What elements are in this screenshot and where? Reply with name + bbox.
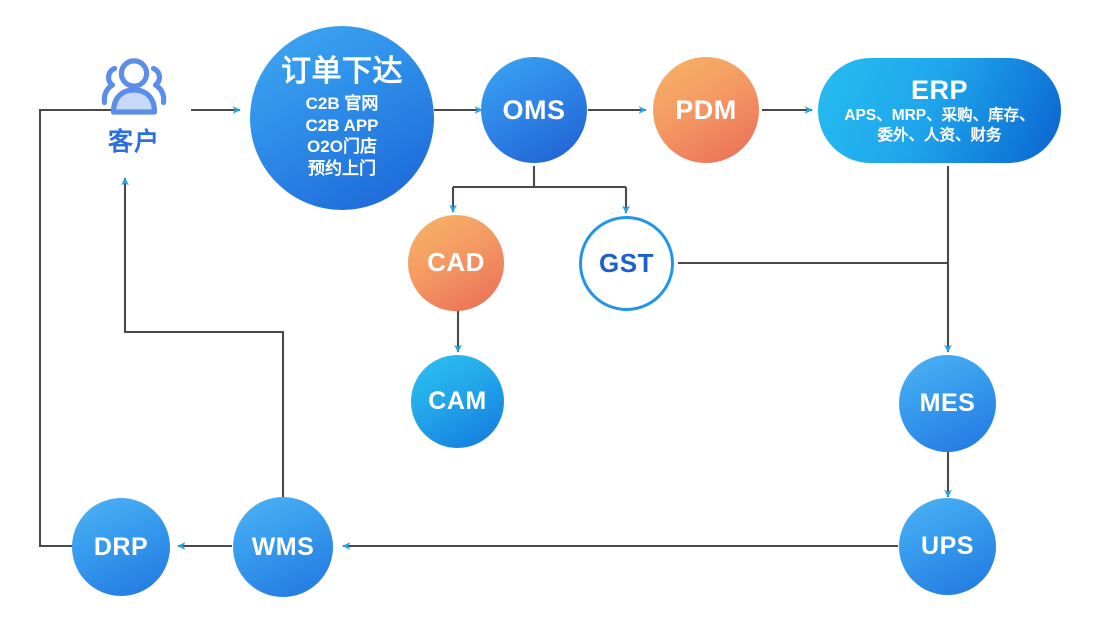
edge-drp-to-customer (38, 106, 153, 548)
node-cam[interactable]: CAM (411, 355, 504, 448)
node-order-sub-1: C2B 官网 (305, 93, 379, 113)
node-order-sub-4: 预约上门 (308, 159, 376, 178)
node-erp[interactable]: ERP APS、MRP、采购、库存、 委外、人资、财务 (818, 58, 1061, 163)
node-oms[interactable]: OMS (481, 57, 587, 163)
node-pdm[interactable]: PDM (653, 57, 759, 163)
node-order-title: 订单下达 (281, 55, 403, 89)
node-order-sub-3: O2O门店 (307, 137, 377, 157)
node-erp-sub-2: 委外、人资、财务 (877, 126, 1002, 144)
edge-wms-to-customer (121, 177, 285, 502)
node-mes[interactable]: MES (899, 355, 996, 452)
node-oms-label: OMS (502, 94, 566, 125)
node-order[interactable]: 订单下达 C2B 官网 C2B APP O2O门店 预约上门 (250, 26, 434, 210)
node-drp-label: DRP (93, 532, 149, 561)
node-cad[interactable]: CAD (408, 215, 504, 311)
node-cad-label: CAD (427, 247, 485, 278)
node-gst[interactable]: GST (579, 216, 674, 311)
node-erp-label: ERP (910, 74, 969, 105)
node-gst-label: GST (599, 247, 654, 278)
node-cam-label: CAM (428, 387, 487, 416)
node-ups-label: UPS (921, 532, 974, 561)
customers-icon (101, 58, 167, 115)
node-erp-sub-1: APS、MRP、采购、库存、 (844, 106, 1035, 124)
node-drp[interactable]: DRP (72, 498, 170, 596)
node-order-sub-2: C2B APP (305, 115, 379, 135)
node-ups[interactable]: UPS (899, 498, 996, 595)
node-pdm-label: PDM (675, 94, 737, 125)
node-customer[interactable]: 客户 (82, 52, 186, 172)
node-mes-label: MES (919, 389, 976, 418)
node-wms-label: WMS (251, 532, 315, 561)
node-wms[interactable]: WMS (233, 497, 333, 597)
node-customer-label: 客户 (107, 128, 160, 156)
